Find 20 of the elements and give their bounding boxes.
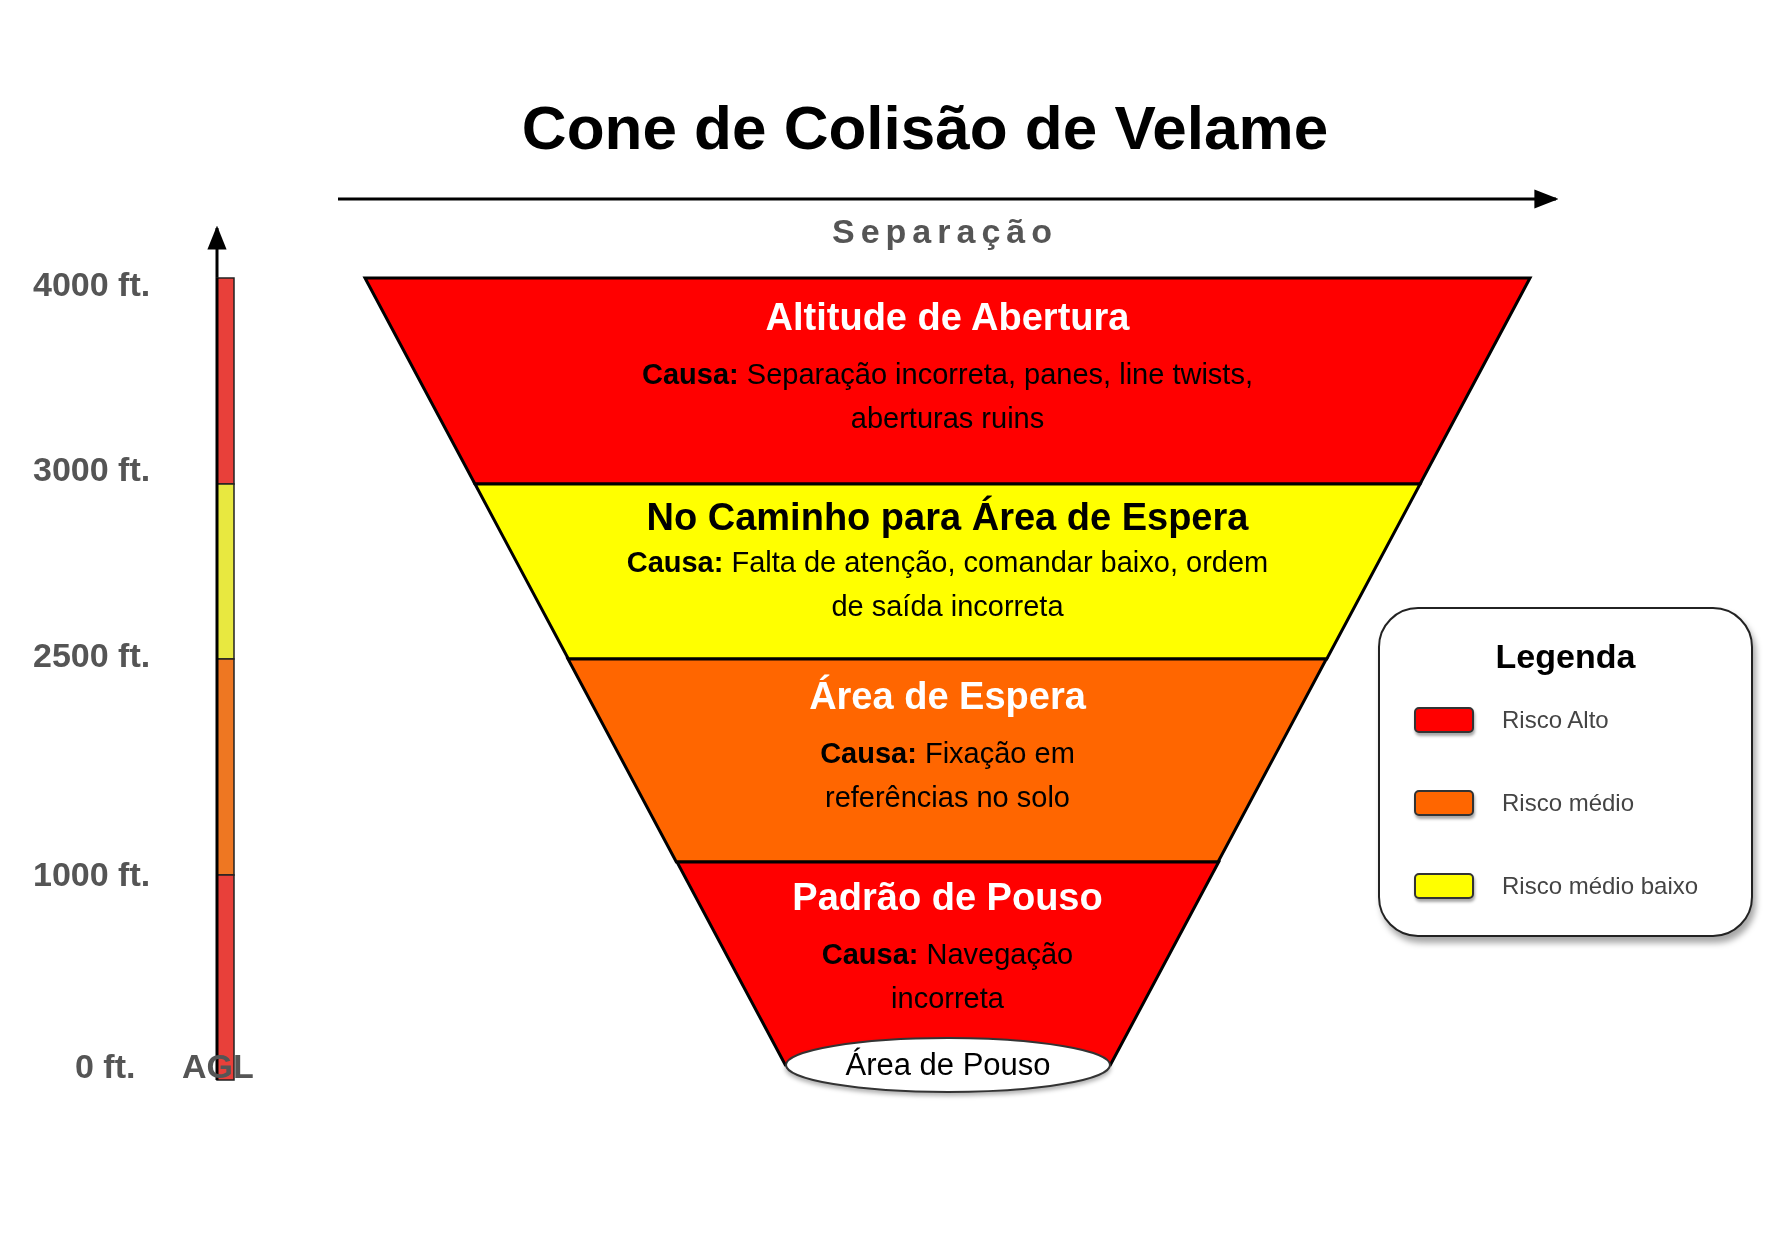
axis-label: Separação xyxy=(832,212,1058,251)
altitude-label: 2500 ft. xyxy=(33,636,151,675)
cause-text: Causa: Navegação incorreta xyxy=(820,937,1075,1016)
altitude-label: 3000 ft. xyxy=(33,450,151,489)
legend-text: Risco médio xyxy=(1502,789,1635,817)
title: Cone de Colisão de Velame xyxy=(520,92,1330,163)
altitude-label: 1000 ft. xyxy=(33,855,151,894)
band-heading: Padrão de Pouso xyxy=(792,876,1103,919)
landing-area-text: Área de Pouso xyxy=(845,1047,1051,1083)
band-heading: Área de Espera xyxy=(809,675,1086,718)
band-heading: Altitude de Abertura xyxy=(765,296,1130,339)
cause-text: Causa: Fixação em referências no solo xyxy=(819,736,1076,815)
cause-text: Causa: Falta de atenção, comandar baixo, ordem de saída incorreta xyxy=(625,545,1270,624)
altitude-label: 0 ft. xyxy=(75,1047,136,1086)
altitude-label: 4000 ft. xyxy=(33,265,151,304)
cause-text: Causa: Separação incorreta, panes, line twists, aberturas ruins xyxy=(641,357,1254,436)
legend-text: Risco médio baixo xyxy=(1502,872,1699,900)
band-heading: No Caminho para Área de Espera xyxy=(646,496,1249,539)
legend-text: Risco Alto xyxy=(1502,706,1609,734)
legend-title: Legenda xyxy=(1494,637,1637,676)
